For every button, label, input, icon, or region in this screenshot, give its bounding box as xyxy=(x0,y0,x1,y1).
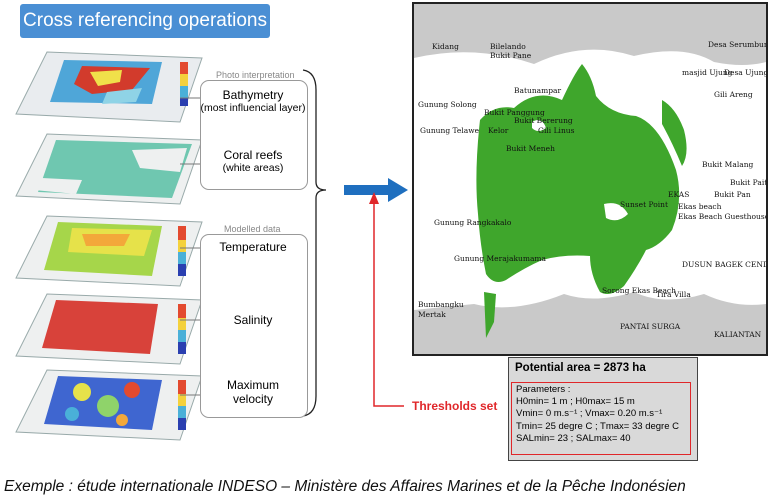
map-place: Bukit Pait xyxy=(730,178,768,187)
coral-reefs-subtitle: (white areas) xyxy=(222,162,284,174)
coral-reefs-title: Coral reefs xyxy=(223,148,283,162)
map-place: Gunung Telawe xyxy=(420,126,480,135)
map-place: Bukit Malang xyxy=(702,160,754,169)
modelled-data-group xyxy=(200,234,308,418)
map-place: Sunset Point xyxy=(620,200,668,209)
map-place: Bukit Panggung xyxy=(484,108,545,117)
bathymetry-title: Bathymetry xyxy=(222,88,284,102)
parameter-salinity: SALmin= 23 ; SALmax= 40 xyxy=(516,432,631,444)
temperature-title: Temperature xyxy=(219,240,287,254)
velocity-label: Maximum velocity xyxy=(200,378,306,406)
velocity-layer xyxy=(12,366,207,441)
parameter-depth: H0min= 1 m ; H0max= 15 m xyxy=(516,396,635,408)
figure-caption: Exemple : étude internationale INDESO – … xyxy=(4,478,686,495)
temperature-layer xyxy=(12,212,207,287)
map-place: DUSUN BAGEK CENDOL xyxy=(682,260,766,269)
coral-reefs-label: Coral reefs (white areas) xyxy=(200,148,306,174)
map-place: KALIANTAN xyxy=(714,330,762,339)
coral-reefs-layer xyxy=(12,130,207,205)
map-place: Batunampar xyxy=(514,86,562,95)
map-place: Gili Linus xyxy=(538,126,575,135)
velocity-title-line1: Maximum xyxy=(226,378,279,392)
parameters-box: Parameters : H0min= 1 m ; H0max= 15 m Vm… xyxy=(511,382,691,455)
title-banner: Cross referencing operations xyxy=(20,4,270,38)
map-place: Kidang xyxy=(432,42,459,51)
thresholds-set-label: Thresholds set xyxy=(412,399,498,413)
map-place: Gunung Rangkakalo xyxy=(434,218,512,227)
parameters-label: Parameters : xyxy=(516,384,571,395)
map-place: PANTAI SURGA xyxy=(620,322,681,331)
map-place: Bukit Meneh xyxy=(506,144,555,153)
map-place: Ekas Beach Guesthouse xyxy=(678,212,768,221)
map-place: Mertak xyxy=(418,310,446,319)
map-place: Bukit Bererung xyxy=(514,116,573,125)
map-place: Desa Ujung xyxy=(724,68,768,77)
map-place: Desa Serumbung xyxy=(708,40,768,49)
parameter-temperature: Tmin= 25 degre C ; Tmax= 33 degre C xyxy=(516,420,679,432)
blue-arrow-shaft xyxy=(344,185,388,195)
map-place: Bukit Pane xyxy=(490,51,532,60)
map-place: EKAS xyxy=(668,190,690,199)
parameter-velocity: Vmin= 0 m.s⁻¹ ; Vmax= 0.20 m.s⁻¹ xyxy=(516,408,663,420)
map-place: Ekas beach xyxy=(678,202,722,211)
bathymetry-layer xyxy=(12,48,207,123)
salinity-layer xyxy=(12,290,207,365)
salinity-label: Salinity xyxy=(200,313,306,327)
velocity-title-line2: velocity xyxy=(232,392,273,406)
map-place: masjid Ujung xyxy=(682,68,733,77)
map-place: Gunung Solong xyxy=(418,100,477,109)
potential-area-zone-east xyxy=(662,100,687,166)
map-place: Sorong Ekas Beach xyxy=(602,286,676,295)
modelled-data-heading: Modelled data xyxy=(224,224,281,234)
photo-interpretation-heading: Photo interpretation xyxy=(216,70,295,80)
potential-area-label: Potential area = 2873 ha xyxy=(515,362,646,374)
map-place: Bumbangku xyxy=(418,300,464,309)
bathymetry-label: Bathymetry (most influencial layer) xyxy=(200,88,306,114)
temperature-label: Temperature xyxy=(200,240,306,254)
result-panel: Potential area = 2873 ha Parameters : H0… xyxy=(508,357,698,461)
photo-interpretation-group xyxy=(200,80,308,190)
bathymetry-subtitle: (most influencial layer) xyxy=(200,102,306,114)
map-place: Tira Villa xyxy=(656,290,691,299)
blue-arrow-head xyxy=(388,178,408,202)
potential-area-zone-south xyxy=(484,292,496,338)
map-place: Bukit Pan xyxy=(714,190,751,199)
salinity-title: Salinity xyxy=(233,313,273,327)
map-place: Kelor xyxy=(488,126,509,135)
map-place: Gili Areng xyxy=(714,90,753,99)
map-place: Gunung Merajakumama xyxy=(454,254,547,263)
potential-area-map: Kidang Bilelando Bukit Pane Desa Serumbu… xyxy=(412,2,768,356)
potential-area-zone xyxy=(476,64,680,294)
map-place: Bilelando xyxy=(490,42,526,51)
